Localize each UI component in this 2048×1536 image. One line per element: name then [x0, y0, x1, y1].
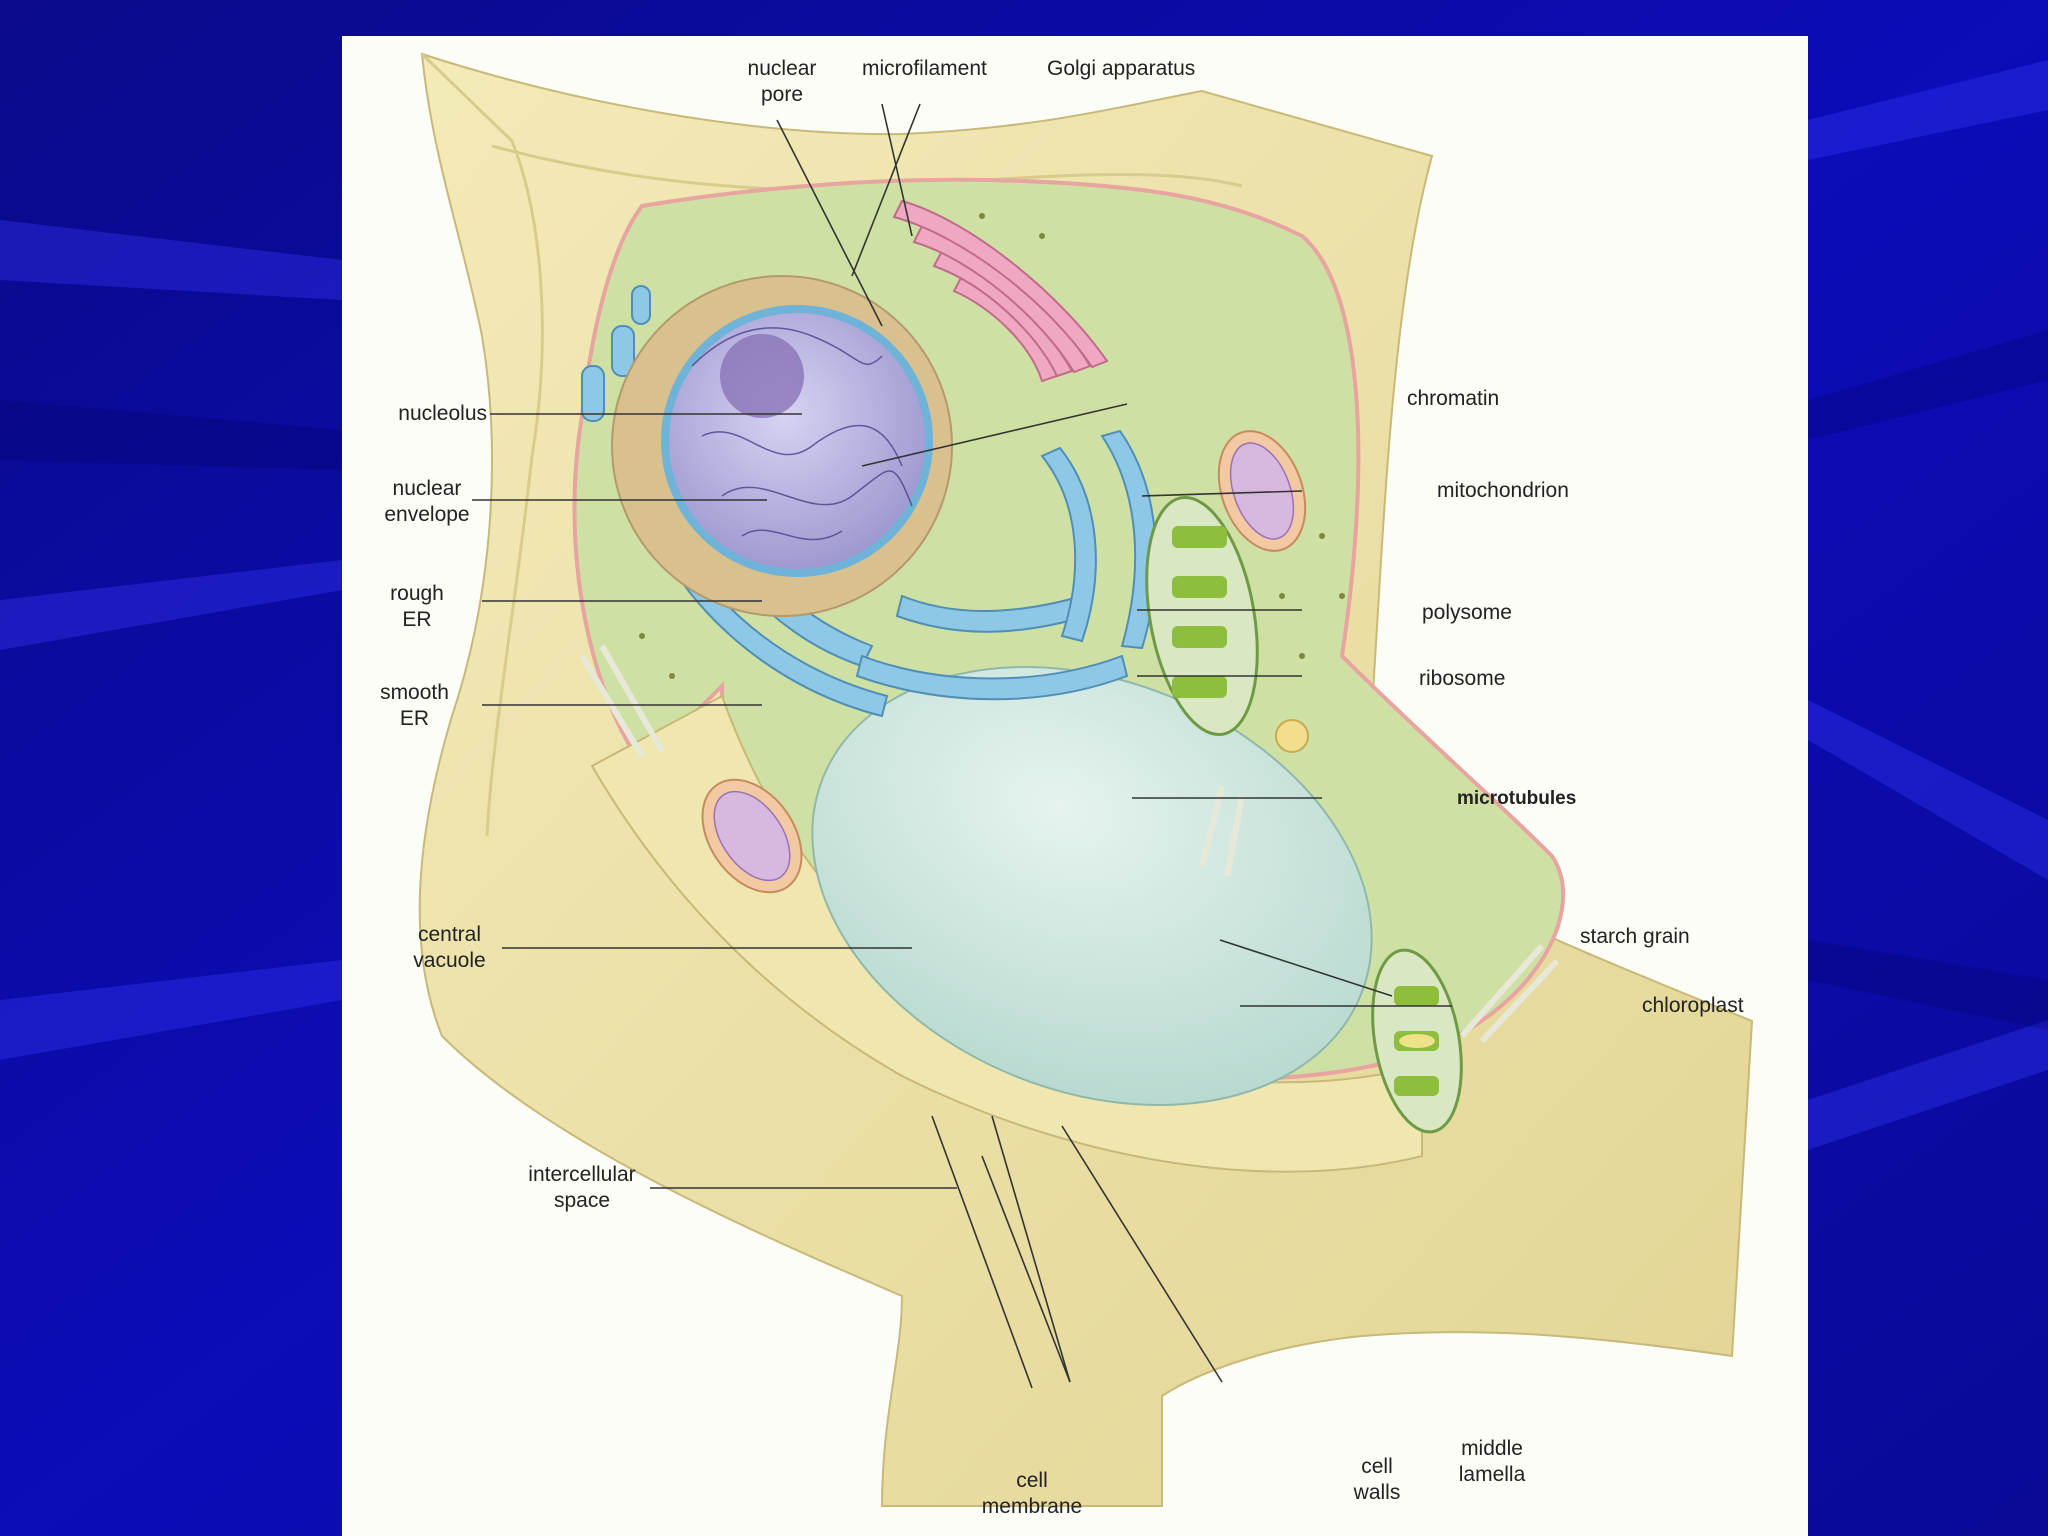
label-smooth-er: smooth ER [380, 681, 449, 730]
label-intercellular-space: intercellular space [528, 1163, 636, 1212]
label-microfilament: microfilament [862, 57, 987, 80]
nucleolus-shape [720, 334, 804, 418]
golgi-apparatus-shape [892, 199, 1109, 383]
label-cell-membrane: cell membrane [981, 1469, 1083, 1518]
label-mitochondrion: mitochondrion [1437, 479, 1569, 502]
label-ribosome: ribosome [1419, 667, 1506, 690]
label-chromatin: chromatin [1407, 387, 1500, 410]
label-cell-walls: cell walls [1353, 1455, 1401, 1504]
label-starch-grain: starch grain [1580, 925, 1690, 948]
leader-lines [472, 103, 1452, 1389]
label-nucleolus: nucleolus [398, 402, 487, 425]
central-vacuole-shape [811, 666, 1373, 1106]
label-middle-lamella: middle lamella [1458, 1437, 1526, 1486]
label-nuclear-envelope: nuclear envelope [384, 477, 470, 526]
label-central-vacuole: central vacuole [413, 923, 486, 972]
label-chloroplast: chloroplast [1642, 994, 1744, 1017]
rough-er-shape [581, 285, 1157, 718]
plant-cell-illustration [418, 52, 1754, 1507]
label-rough-er: rough ER [390, 582, 444, 631]
label-microtubules: microtubules [1457, 788, 1577, 809]
label-nuclear-pore: nuclear pore [747, 57, 817, 106]
label-golgi-apparatus: Golgi apparatus [1047, 57, 1196, 80]
diagram-panel: nuclear pore microfilament Golgi apparat… [342, 36, 1808, 1536]
label-polysome: polysome [1422, 601, 1512, 624]
mitochondrion-shape [701, 430, 1307, 894]
